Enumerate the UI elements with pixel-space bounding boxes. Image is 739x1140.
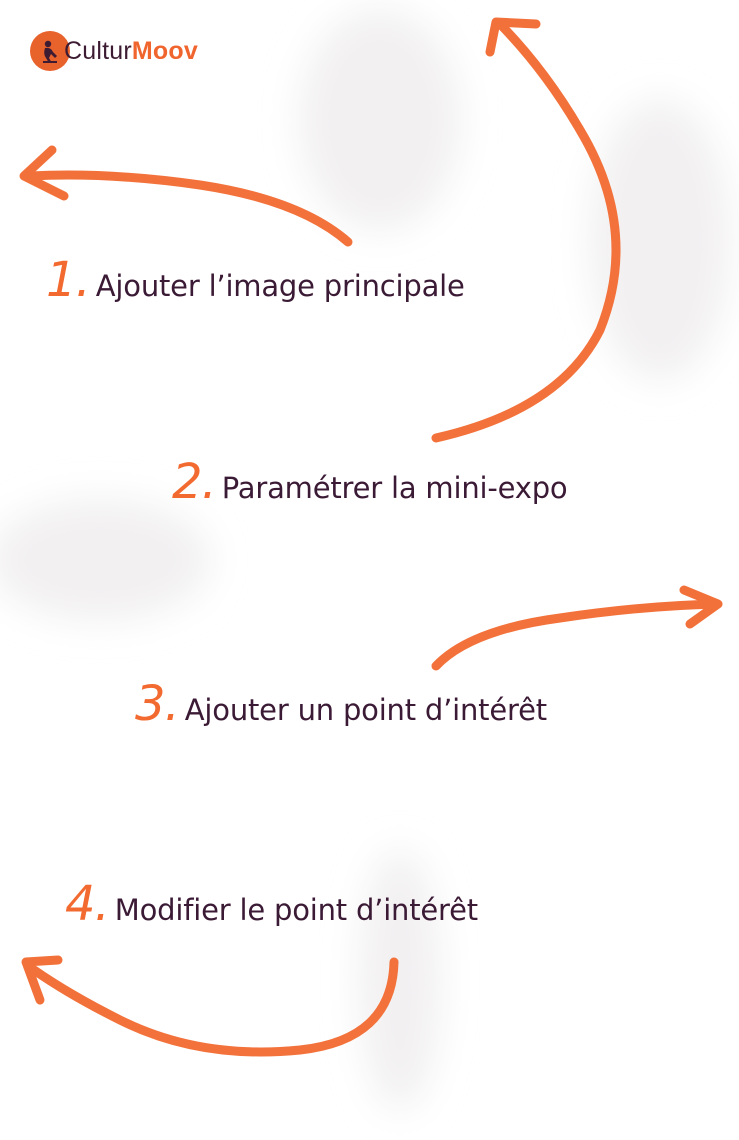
arrow-right	[431, 599, 721, 671]
arrow-bottom-left	[29, 957, 399, 1057]
step-3-number: 3.	[135, 676, 180, 732]
step-3-label: Ajouter un point d’intérêt	[184, 693, 547, 727]
arrow-up-right	[431, 19, 621, 443]
arrowhead-bottom-left	[21, 955, 63, 1005]
step-2: 2. Paramétrer la mini-expo	[172, 454, 568, 510]
brand-name: CulturMoov	[64, 37, 198, 66]
brand-name-part2: Moov	[131, 36, 198, 65]
brand-name-part1: Cultur	[64, 36, 132, 65]
step-1-number: 1.	[46, 252, 91, 308]
step-4-number: 4.	[65, 876, 110, 932]
step-2-number: 2.	[172, 454, 217, 510]
step-4-label: Modifier le point d’intérêt	[114, 893, 478, 927]
brand-logo[interactable]: CulturMoov	[30, 28, 198, 74]
step-4: 4. Modifier le point d’intérêt	[65, 876, 478, 932]
step-1-label: Ajouter l’image principale	[95, 269, 465, 303]
arrowhead-right	[679, 585, 723, 629]
arrow-left-top	[25, 170, 353, 247]
logo-figure-icon	[30, 31, 70, 71]
step-3: 3. Ajouter un point d’intérêt	[135, 676, 547, 732]
arrowhead-left-top	[19, 145, 69, 201]
step-2-label: Paramétrer la mini-expo	[221, 471, 568, 505]
arrowhead-up-right	[485, 17, 541, 57]
step-1: 1. Ajouter l’image principale	[46, 252, 465, 308]
